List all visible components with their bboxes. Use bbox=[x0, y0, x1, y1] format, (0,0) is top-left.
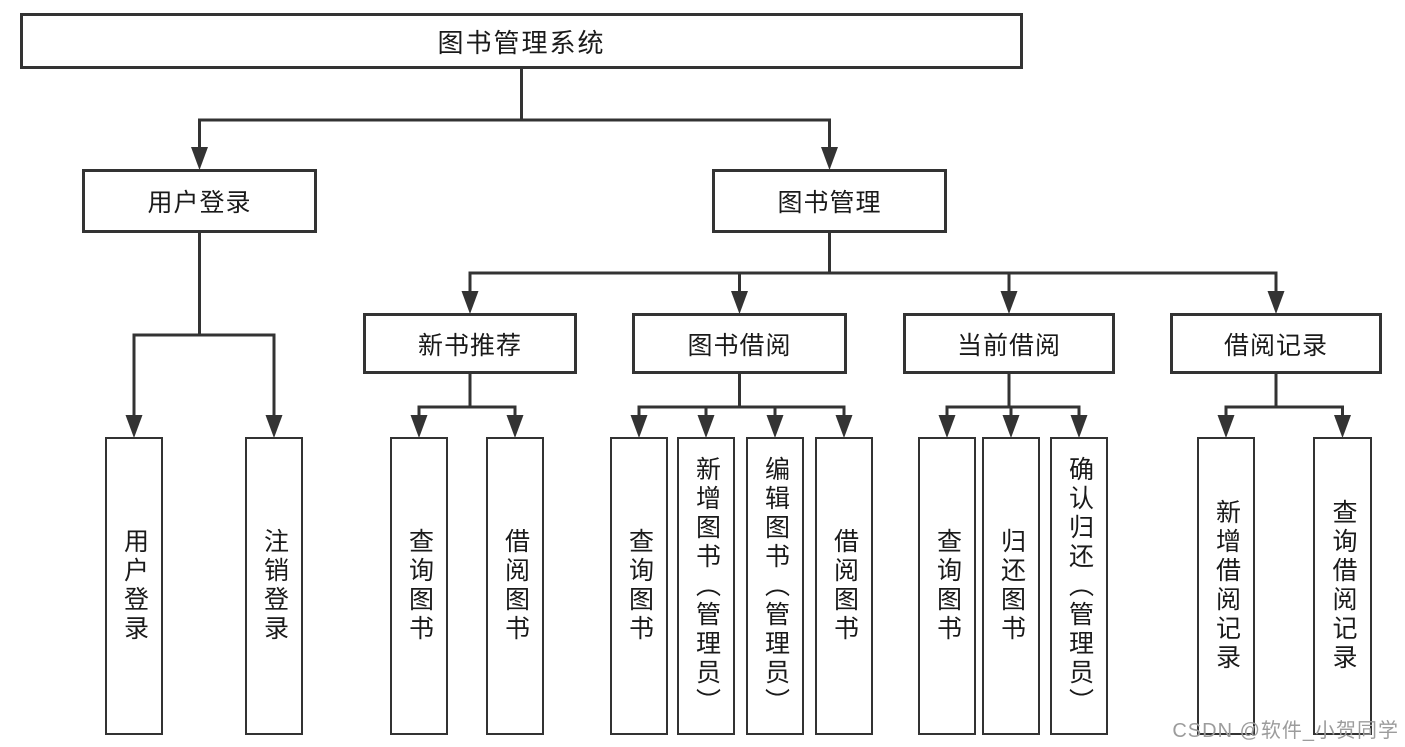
node-leaf-query-record: 查询借阅记录 bbox=[1313, 437, 1372, 735]
arrowhead-icon bbox=[410, 415, 428, 438]
node-label-leaf-confirm-return: 确认归还（管理员） bbox=[1065, 455, 1094, 717]
node-label-leaf-query-record: 查询借阅记录 bbox=[1329, 499, 1357, 673]
node-label-leaf-add-book: 新增图书（管理员） bbox=[692, 455, 721, 717]
arrowhead-icon bbox=[506, 415, 524, 438]
arrowhead-icon bbox=[766, 415, 784, 438]
arrowhead-icon bbox=[835, 415, 853, 438]
arrowhead-icon bbox=[821, 147, 838, 170]
arrowhead-icon bbox=[630, 415, 648, 438]
node-borrow-records: 借阅记录 bbox=[1170, 313, 1382, 374]
arrowhead-icon bbox=[1070, 415, 1088, 438]
node-leaf-borrow-book-1: 借阅图书 bbox=[486, 437, 544, 735]
node-label-leaf-logout: 注销登录 bbox=[260, 528, 289, 644]
node-label-new-book-rec: 新书推荐 bbox=[417, 331, 522, 360]
arrowhead-icon bbox=[1334, 415, 1351, 438]
arrowhead-icon bbox=[938, 415, 956, 438]
node-book-mgmt: 图书管理 bbox=[712, 169, 947, 233]
node-label-root: 图书管理系统 bbox=[437, 27, 606, 58]
arrowhead-icon bbox=[1267, 291, 1285, 314]
node-label-leaf-query-book-1: 查询图书 bbox=[405, 528, 434, 644]
node-label-current-borrow: 当前借阅 bbox=[956, 331, 1061, 360]
node-label-book-borrow: 图书借阅 bbox=[687, 331, 792, 360]
node-leaf-edit-book: 编辑图书（管理员） bbox=[746, 437, 804, 735]
node-label-leaf-borrow-book-2: 借阅图书 bbox=[830, 528, 859, 644]
arrowhead-icon bbox=[697, 415, 715, 438]
arrowhead-icon bbox=[731, 291, 748, 314]
node-label-leaf-query-book-3: 查询图书 bbox=[933, 528, 962, 644]
arrowhead-icon bbox=[1217, 415, 1235, 438]
arrowhead-icon bbox=[191, 147, 208, 170]
node-label-user-login: 用户登录 bbox=[147, 189, 252, 217]
node-leaf-return-book: 归还图书 bbox=[982, 437, 1040, 735]
arrowhead-icon bbox=[1000, 291, 1018, 314]
watermark-text: CSDN @软件_小贺同学 bbox=[1172, 720, 1399, 742]
node-current-borrow: 当前借阅 bbox=[903, 313, 1115, 374]
node-new-book-rec: 新书推荐 bbox=[363, 313, 577, 374]
node-label-leaf-add-record: 新增借阅记录 bbox=[1212, 499, 1241, 673]
node-leaf-query-book-2: 查询图书 bbox=[610, 437, 668, 735]
node-label-book-mgmt: 图书管理 bbox=[777, 189, 882, 217]
node-leaf-user-login: 用户登录 bbox=[105, 437, 163, 735]
node-leaf-logout: 注销登录 bbox=[245, 437, 303, 735]
node-label-leaf-edit-book: 编辑图书（管理员） bbox=[761, 455, 790, 717]
arrowhead-icon bbox=[125, 415, 143, 438]
node-label-leaf-borrow-book-1: 借阅图书 bbox=[501, 528, 530, 644]
node-leaf-borrow-book-2: 借阅图书 bbox=[815, 437, 873, 735]
node-user-login: 用户登录 bbox=[82, 169, 317, 233]
node-book-borrow: 图书借阅 bbox=[632, 313, 847, 374]
node-label-leaf-query-book-2: 查询图书 bbox=[625, 528, 654, 644]
node-leaf-confirm-return: 确认归还（管理员） bbox=[1050, 437, 1108, 735]
arrowhead-icon bbox=[1002, 415, 1020, 438]
node-leaf-query-book-1: 查询图书 bbox=[390, 437, 448, 735]
arrowhead-icon bbox=[265, 415, 283, 438]
node-leaf-query-book-3: 查询图书 bbox=[918, 437, 976, 735]
node-leaf-add-record: 新增借阅记录 bbox=[1197, 437, 1255, 735]
node-leaf-add-book: 新增图书（管理员） bbox=[677, 437, 735, 735]
node-label-leaf-return-book: 归还图书 bbox=[997, 528, 1026, 644]
arrowhead-icon bbox=[461, 291, 479, 314]
node-label-leaf-user-login: 用户登录 bbox=[120, 528, 149, 644]
node-label-borrow-records: 借阅记录 bbox=[1223, 331, 1328, 360]
node-root: 图书管理系统 bbox=[20, 13, 1023, 69]
